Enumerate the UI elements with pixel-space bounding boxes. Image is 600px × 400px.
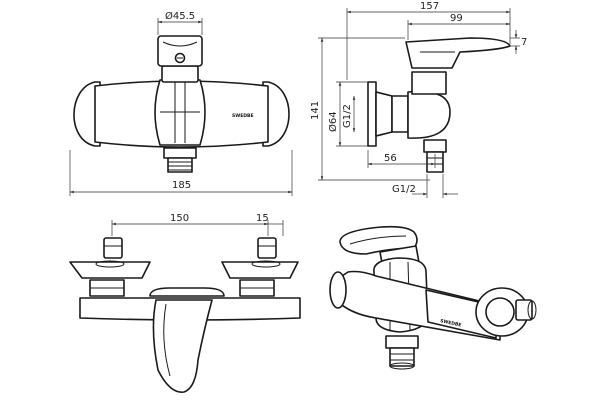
- side-view: 157 99 7 141 Ø64 G1/2 56 G1/2: [310, 1, 527, 198]
- bottom-left-flange: [69, 261, 151, 279]
- front-outlet-nut: [163, 147, 197, 159]
- front-left-flange: [73, 81, 101, 147]
- side-wall-flange: [367, 81, 377, 147]
- bottom-right-flange: [221, 261, 299, 279]
- dim-side-height: 141: [310, 101, 321, 120]
- iso-brand-label: SWEDBE: [440, 318, 462, 328]
- dim-bottom-offset: 15: [256, 213, 269, 224]
- bottom-right-pipe: [257, 237, 277, 259]
- iso-lever: [339, 225, 418, 255]
- dim-side-offset-small: 7: [521, 37, 527, 48]
- side-cartridge: [407, 90, 451, 139]
- front-brand-label: SWEDBE: [232, 113, 254, 119]
- side-lever: [405, 37, 511, 69]
- dim-front-width: 185: [172, 180, 191, 191]
- dim-side-thread-upper: G1/2: [342, 104, 353, 128]
- dim-side-lever-length: 99: [450, 13, 463, 24]
- dim-side-diameter: Ø64: [327, 111, 339, 132]
- iso-outlet-thread: [389, 347, 415, 367]
- dim-side-thread-lower: G1/2: [392, 184, 416, 195]
- bottom-left-pipe: [103, 237, 123, 259]
- front-right-flange: [262, 81, 290, 147]
- dim-side-outlet-offset: 56: [384, 153, 397, 164]
- dim-side-total-length: 157: [420, 1, 439, 12]
- dim-bottom-center-distance: 150: [170, 213, 189, 224]
- side-body: [391, 95, 409, 133]
- side-outlet-nut: [423, 139, 447, 153]
- iso-outlet-nut: [385, 335, 419, 349]
- iso-left-flange: [329, 271, 347, 309]
- isometric-view: SWEDBE: [329, 225, 537, 370]
- dim-front-top-diameter: Ø45.5: [165, 10, 195, 22]
- front-view: SWEDBE Ø45.5 185: [69, 10, 293, 196]
- bottom-view: 150 15: [69, 213, 301, 393]
- front-handle-base: [161, 65, 199, 83]
- bottom-lever: [152, 299, 213, 393]
- front-handle-cap: [157, 35, 203, 67]
